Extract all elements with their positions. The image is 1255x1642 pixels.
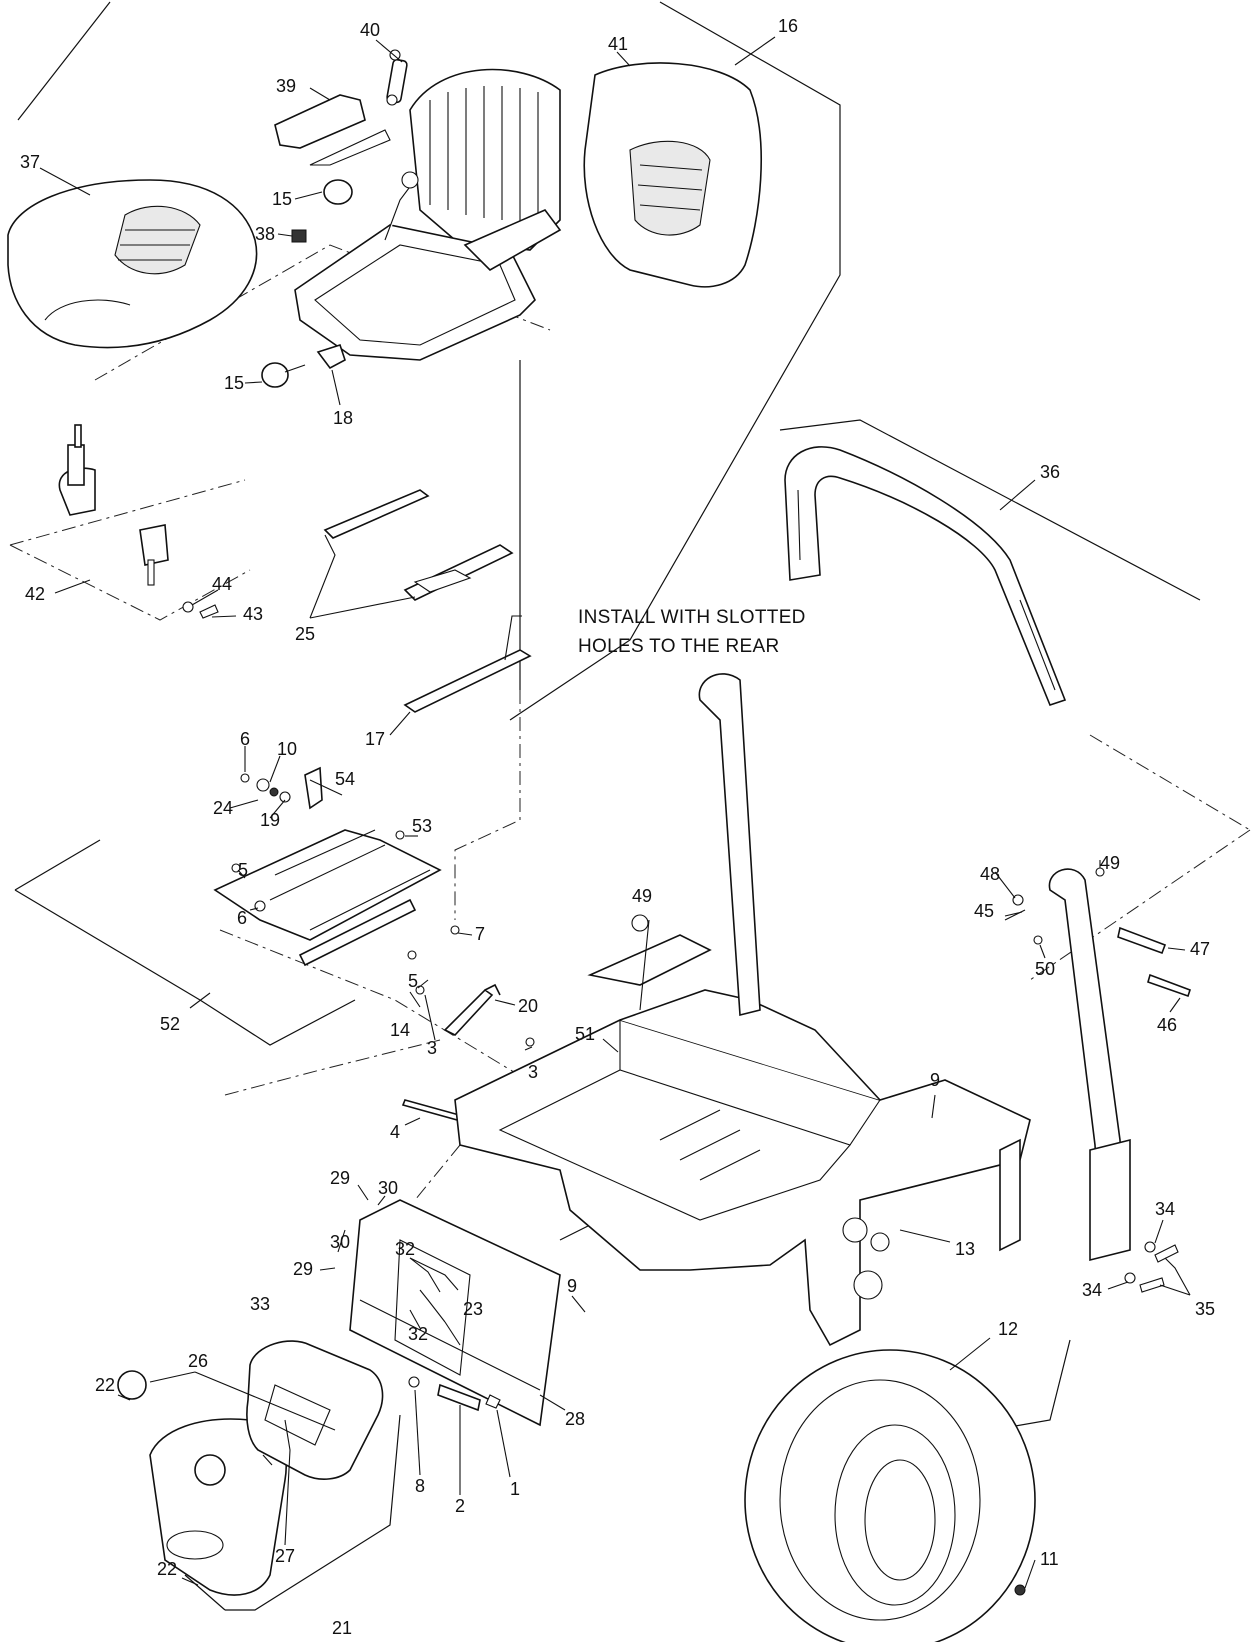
callout-48: 48: [980, 864, 1000, 884]
cap-26: [117, 1370, 147, 1400]
callout-37: 37: [20, 152, 40, 172]
callout-1: 1: [510, 1479, 520, 1499]
callout-23: 23: [463, 1299, 483, 1319]
callout-9-lower: 9: [567, 1276, 577, 1296]
callout-53: 53: [412, 816, 432, 836]
callout-15-upper: 15: [272, 189, 292, 209]
callout-8: 8: [415, 1476, 425, 1496]
callout-17: 17: [365, 729, 385, 749]
callout-15-lower: 15: [224, 373, 244, 393]
callout-43: 43: [243, 604, 263, 624]
chassis-frame-13: [454, 934, 1031, 1347]
seat-rails-25: [323, 489, 514, 601]
callout-3-left: 3: [427, 1038, 437, 1058]
callout-18: 18: [333, 408, 353, 428]
callout-27: 27: [275, 1546, 295, 1566]
callout-49-center: 49: [632, 886, 652, 906]
latch-18: [316, 343, 346, 370]
callout-4: 4: [390, 1122, 400, 1142]
armrest-39: [274, 94, 391, 166]
seat-plate-52: [213, 829, 442, 967]
leader-lines: [39, 36, 1191, 1589]
callout-29-lower: 29: [293, 1259, 313, 1279]
shock-absorber-40: [386, 49, 408, 106]
callout-labels: 40 16 41 39 37 15 38 15 18 36 42 44 43 2…: [20, 16, 1215, 1638]
callout-6-upper: 6: [240, 729, 250, 749]
seat-cushion: [7, 179, 258, 349]
callout-32-upper: 32: [395, 1239, 415, 1259]
callout-22-upper: 22: [95, 1375, 115, 1395]
callout-25: 25: [295, 624, 315, 644]
callout-30-lower: 30: [330, 1232, 350, 1252]
callout-50: 50: [1035, 959, 1055, 979]
callout-7: 7: [475, 924, 485, 944]
callout-14: 14: [390, 1020, 410, 1040]
knob-15-lower: [261, 362, 306, 388]
callout-45: 45: [974, 901, 994, 921]
callout-19: 19: [260, 810, 280, 830]
callout-30-upper: 30: [378, 1178, 398, 1198]
seat-back-cushion: [583, 62, 762, 288]
bracket-28: [349, 1199, 561, 1427]
callout-34-lower: 34: [1082, 1280, 1102, 1300]
callout-35: 35: [1195, 1299, 1215, 1319]
bolts-34-35: [1124, 1241, 1179, 1293]
seat-belt-42: [58, 424, 169, 586]
callout-41: 41: [608, 34, 628, 54]
callout-26: 26: [188, 1351, 208, 1371]
callout-13: 13: [955, 1239, 975, 1259]
rops-bar-36: [784, 446, 1067, 706]
callout-12: 12: [998, 1319, 1018, 1339]
pin-47-bolt-46: [1004, 867, 1192, 998]
callout-2: 2: [455, 1496, 465, 1516]
drive-wheel-12: [744, 1349, 1036, 1642]
callout-49-right: 49: [1100, 853, 1120, 873]
callout-36: 36: [1040, 462, 1060, 482]
note-line-1: INSTALL WITH SLOTTED: [578, 607, 806, 628]
callout-10: 10: [277, 739, 297, 759]
clips-1-2-8: [408, 1376, 501, 1412]
callout-11: 11: [1040, 1549, 1059, 1569]
washer-44-bolt-43: [182, 601, 219, 619]
tank-22-cover: [149, 1418, 287, 1596]
lever-20: [443, 983, 501, 1036]
callout-16: 16: [778, 16, 798, 36]
callout-34-upper: 34: [1155, 1199, 1175, 1219]
install-note: INSTALL WITH SLOTTED HOLES TO THE REAR: [578, 607, 806, 657]
callout-9-upper: 9: [930, 1070, 940, 1090]
knob-15-upper: [323, 179, 353, 205]
callout-28: 28: [565, 1409, 585, 1429]
callout-29-upper: 29: [330, 1168, 350, 1188]
callout-22-lower: 22: [157, 1559, 177, 1579]
note-line-2: HOLES TO THE REAR: [578, 636, 780, 657]
callout-52: 52: [160, 1014, 180, 1034]
callout-46: 46: [1157, 1015, 1177, 1035]
callout-20: 20: [518, 996, 538, 1016]
callout-51: 51: [575, 1024, 595, 1044]
switch-38: [291, 229, 307, 243]
callout-5-lower: 5: [408, 971, 418, 991]
rops-left-post: [698, 673, 761, 1017]
callout-54: 54: [335, 769, 355, 789]
callout-38: 38: [255, 224, 275, 244]
callout-40: 40: [360, 20, 380, 40]
latch-plate-54: [304, 766, 323, 810]
callout-5-upper: 5: [238, 860, 248, 880]
callout-6-lower: 6: [237, 908, 247, 928]
rops-right-post: [1048, 868, 1131, 1262]
callout-44: 44: [212, 574, 232, 594]
callout-3-right: 3: [528, 1062, 538, 1082]
callout-21: 21: [332, 1618, 352, 1638]
callout-42: 42: [25, 584, 45, 604]
callout-47: 47: [1190, 939, 1210, 959]
strap-17: [403, 649, 532, 713]
seat-frame: [294, 68, 562, 361]
callout-39: 39: [276, 76, 296, 96]
callout-32-lower: 32: [408, 1324, 428, 1344]
callout-24: 24: [213, 798, 233, 818]
callout-33: 33: [250, 1294, 270, 1314]
